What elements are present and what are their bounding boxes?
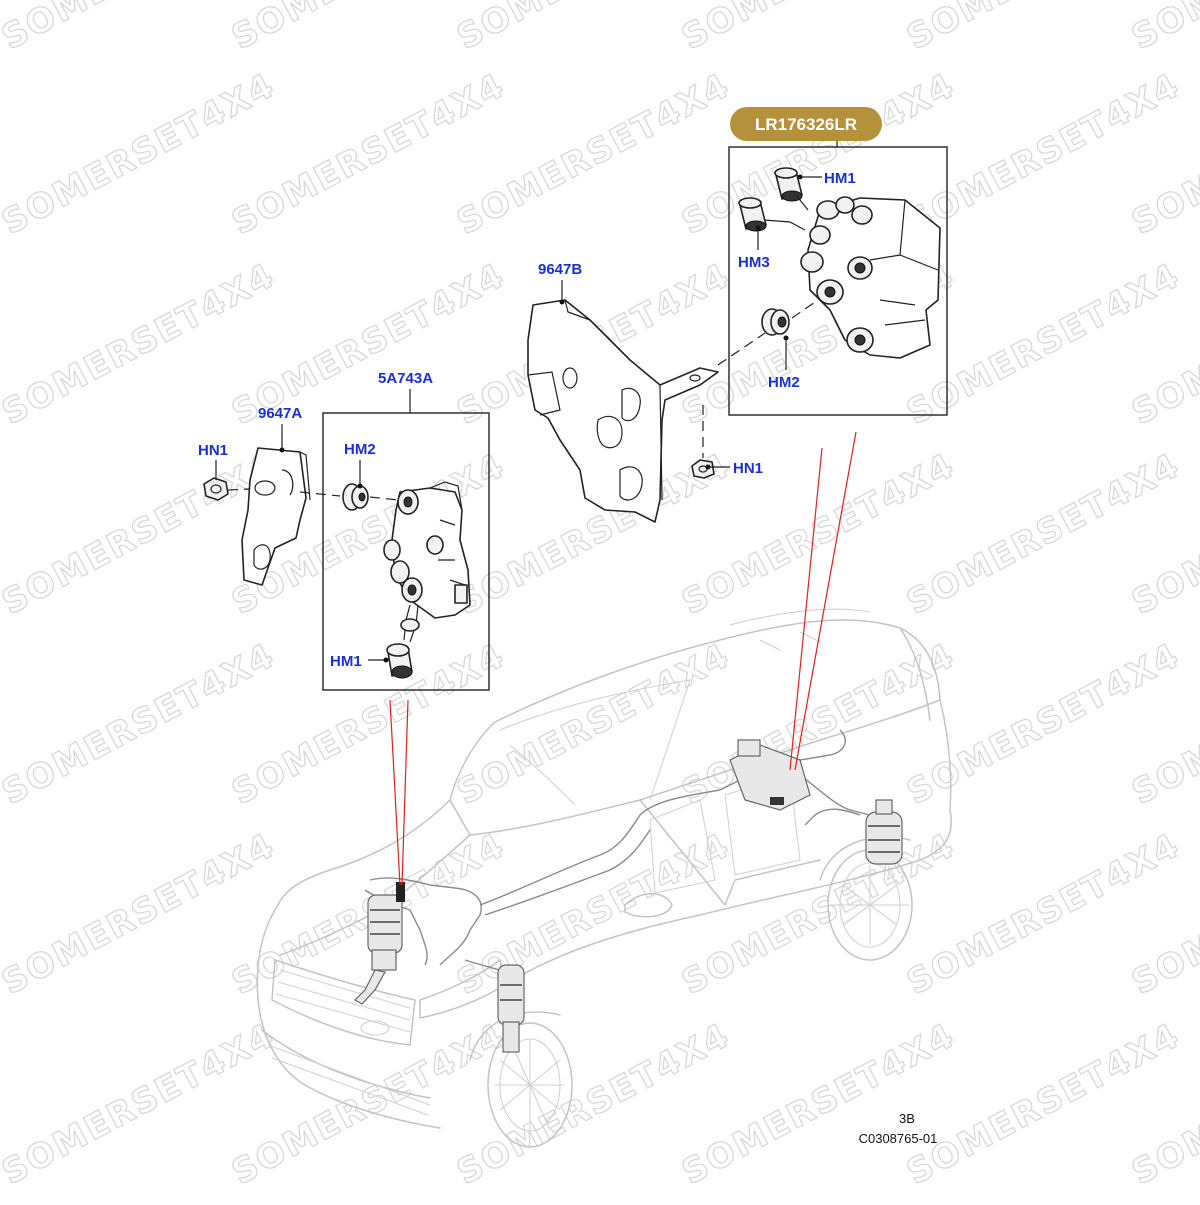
bracket-9647b xyxy=(527,299,719,523)
front-valve-block-in-vehicle xyxy=(396,882,405,902)
reference-page: 3B xyxy=(899,1111,915,1126)
label-hm1-left: HM1 xyxy=(330,653,362,670)
front-left-air-strut xyxy=(354,894,403,1005)
label-hm3: HM3 xyxy=(738,254,770,271)
part-number-badge[interactable]: LR176326LR xyxy=(730,107,882,141)
front-right-air-strut xyxy=(497,964,525,1053)
isolator-hm1-left xyxy=(386,643,413,679)
isolator-hm1-right xyxy=(774,167,803,202)
nut-hn1-left xyxy=(203,477,229,501)
nut-hn1-center xyxy=(691,459,715,479)
rear-air-spring xyxy=(865,799,903,865)
valve-block-left xyxy=(383,481,471,619)
label-hm2-left: HM2 xyxy=(344,441,376,458)
label-hn1-center: HN1 xyxy=(733,460,763,477)
label-hm2-right: HM2 xyxy=(768,374,800,391)
label-hm1-right: HM1 xyxy=(824,170,856,187)
label-hn1-left: HN1 xyxy=(198,442,228,459)
grommet-hm2-left xyxy=(342,483,369,511)
air-compressor-in-vehicle xyxy=(729,739,811,811)
bracket-9647a xyxy=(241,447,311,586)
detail-box-5a743a xyxy=(322,412,490,691)
valve-block-right xyxy=(800,196,941,359)
watermark-text: SOMERSET4X4 xyxy=(1125,0,1200,58)
label-9647b: 9647B xyxy=(538,261,582,278)
callout-leaders xyxy=(215,140,838,663)
label-5a743a: 5A743A xyxy=(378,370,433,387)
label-9647a: 9647A xyxy=(258,405,302,422)
grommet-hm2-right xyxy=(761,308,790,336)
reference-code: C0308765-01 xyxy=(859,1131,938,1146)
isolator-hm3 xyxy=(738,197,767,232)
detail-box-lr176326lr xyxy=(728,146,948,416)
location-sightlines xyxy=(389,431,857,886)
badge-label: LR176326LR xyxy=(755,115,857,134)
